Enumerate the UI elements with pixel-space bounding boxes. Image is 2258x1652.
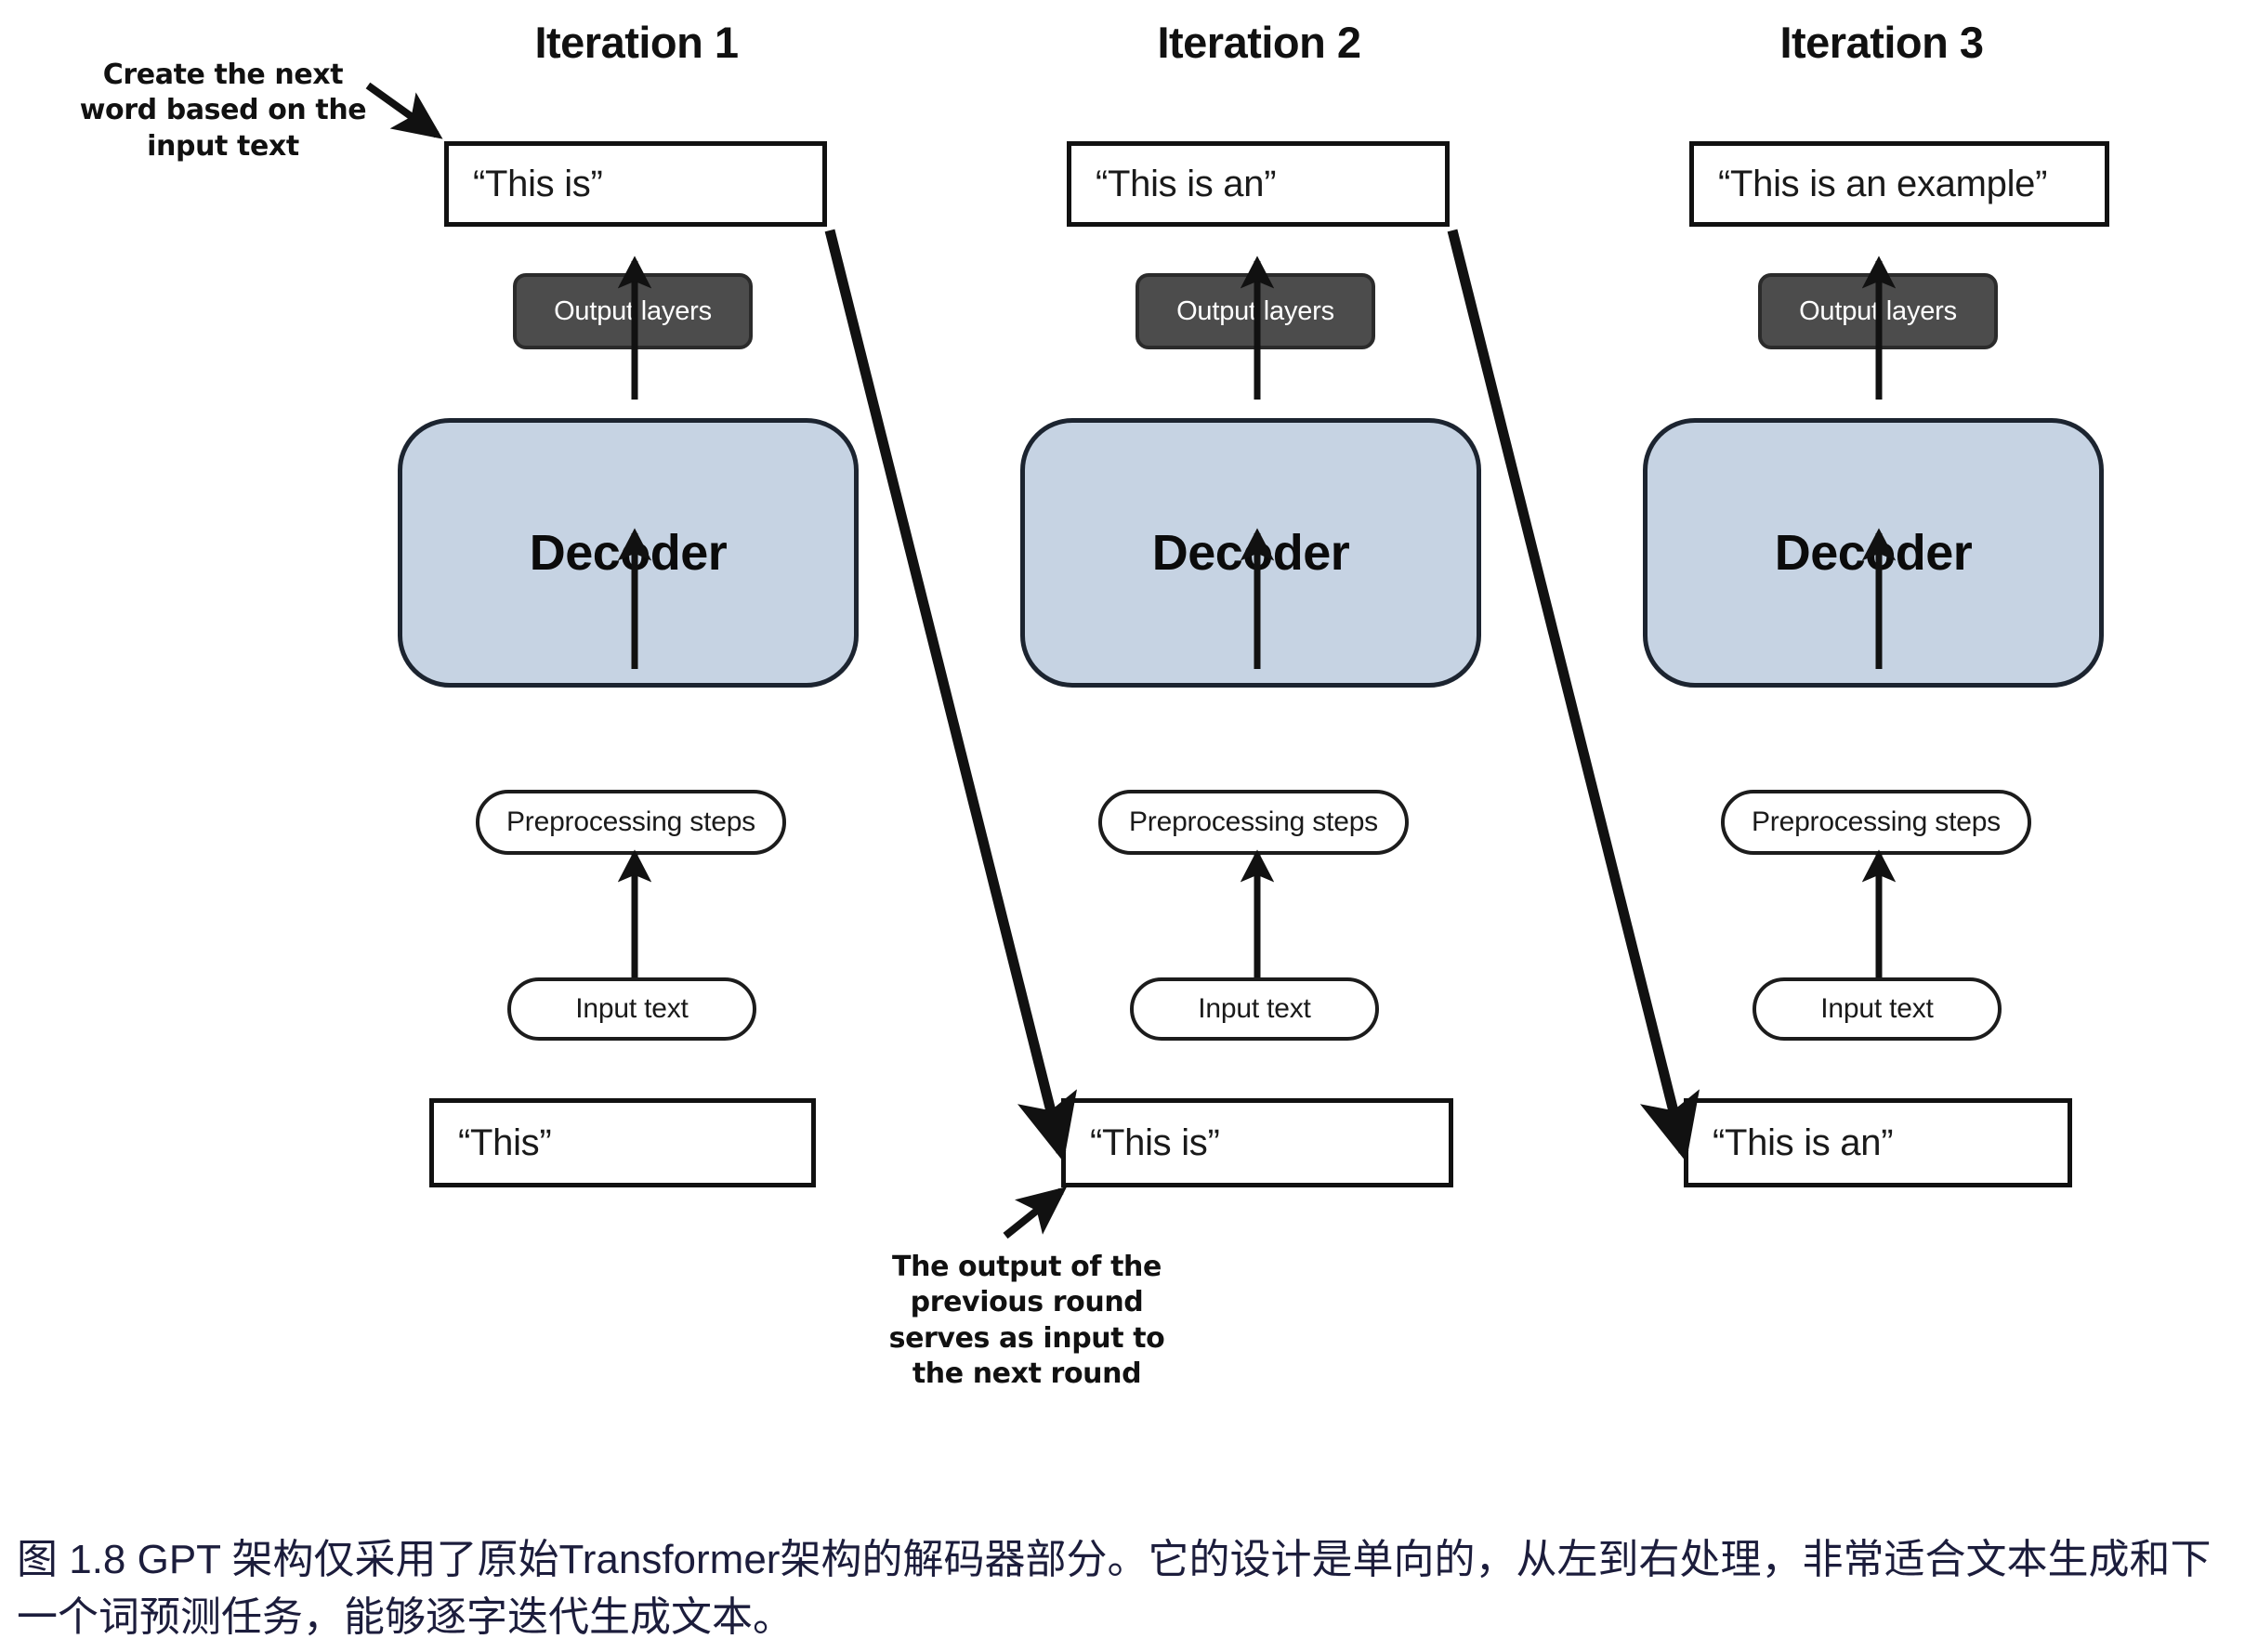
input-prompt-text-iteration-1: “This”	[458, 1121, 552, 1163]
decoder-label-iteration-2: Decoder	[1151, 525, 1350, 581]
output-text-box-iteration-2: “This is an”	[1067, 141, 1450, 227]
decoder-box-iteration-2: Decoder	[1020, 418, 1481, 688]
output-layers-label-iteration-2: Output layers	[1176, 295, 1334, 326]
preprocessing-box-iteration-2: Preprocessing steps	[1098, 790, 1409, 855]
decoder-box-iteration-1: Decoder	[398, 418, 859, 688]
input-text-label-iteration-1: Input text	[575, 993, 689, 1024]
input-prompt-text-iteration-2: “This is”	[1090, 1121, 1220, 1163]
input-prompt-text-iteration-3: “This is an”	[1713, 1121, 1894, 1163]
output-text-iteration-3: “This is an example”	[1718, 163, 2048, 204]
output-layers-box-iteration-2: Output layers	[1136, 273, 1375, 349]
annotation-arrow-bottom-middle	[1003, 1187, 1068, 1239]
preprocessing-label-iteration-2: Preprocessing steps	[1128, 806, 1378, 837]
input-prompt-box-iteration-2: “This is”	[1061, 1098, 1453, 1187]
column-title-iteration-2: Iteration 2	[1157, 18, 1361, 67]
input-text-box-iteration-3: Input text	[1753, 977, 2002, 1041]
output-layers-box-iteration-1: Output layers	[513, 273, 753, 349]
preprocessing-box-iteration-1: Preprocessing steps	[476, 790, 786, 855]
decoder-label-iteration-3: Decoder	[1774, 525, 1973, 581]
preprocessing-label-iteration-3: Preprocessing steps	[1751, 806, 2001, 837]
decoder-label-iteration-1: Decoder	[529, 525, 728, 581]
output-layers-box-iteration-3: Output layers	[1758, 273, 1998, 349]
input-prompt-box-iteration-1: “This”	[429, 1098, 816, 1187]
column-title-iteration-1: Iteration 1	[534, 18, 739, 67]
input-text-box-iteration-1: Input text	[507, 977, 756, 1041]
annotation-arrow-top-left	[365, 82, 443, 139]
feedback-arrow-1-to-2	[824, 229, 1078, 1162]
preprocessing-label-iteration-1: Preprocessing steps	[505, 806, 755, 837]
decoder-box-iteration-3: Decoder	[1643, 418, 2104, 688]
output-layers-label-iteration-1: Output layers	[554, 295, 712, 326]
output-text-iteration-2: “This is an”	[1096, 163, 1277, 204]
input-text-label-iteration-2: Input text	[1198, 993, 1311, 1024]
output-text-box-iteration-3: “This is an example”	[1689, 141, 2109, 227]
figure-caption: 图 1.8 GPT 架构仅采用了原始Transformer架构的解码器部分。它的…	[17, 1537, 2212, 1641]
preprocessing-box-iteration-3: Preprocessing steps	[1721, 790, 2031, 855]
input-prompt-box-iteration-3: “This is an”	[1684, 1098, 2072, 1187]
input-text-box-iteration-2: Input text	[1130, 977, 1379, 1041]
column-title-iteration-3: Iteration 3	[1779, 18, 1984, 67]
output-text-iteration-1: “This is”	[473, 163, 603, 204]
output-text-box-iteration-1: “This is”	[444, 141, 827, 227]
output-layers-label-iteration-3: Output layers	[1799, 295, 1957, 326]
annotation-create-next-word: Create the next word based on the input …	[79, 59, 367, 163]
annotation-output-previous-round: The output of the previous round serves …	[888, 1251, 1165, 1391]
feedback-arrow-2-to-3	[1447, 229, 1700, 1162]
input-text-label-iteration-3: Input text	[1820, 993, 1934, 1024]
